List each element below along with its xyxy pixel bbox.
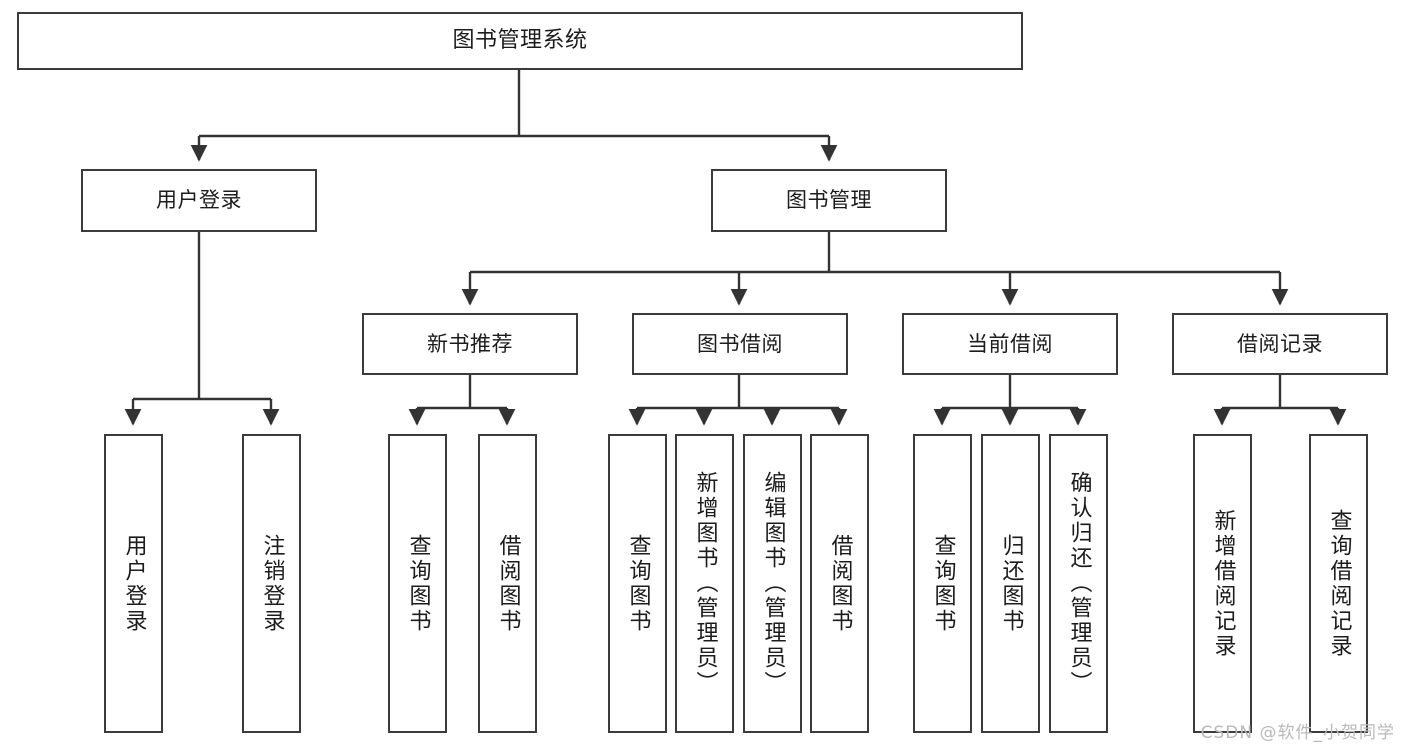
node-user-login[interactable]: 用户登录 <box>81 169 317 232</box>
csdn-watermark: CSDN @软件_小贺同学 <box>1200 723 1395 743</box>
node-label: 图书借阅 <box>697 331 783 356</box>
node-book-management[interactable]: 图书管理 <box>711 169 947 232</box>
node-label: 新书推荐 <box>427 331 513 356</box>
node-label: 用户登录 <box>156 188 242 213</box>
node-label: 归还图书 <box>998 533 1024 634</box>
leaf-borrow-book[interactable]: 借阅图书 <box>810 434 869 733</box>
leaf-logout-login[interactable]: 注销登录 <box>242 434 301 733</box>
leaf-query-book-recommend[interactable]: 查询图书 <box>388 434 447 733</box>
node-root-system[interactable]: 图书管理系统 <box>17 12 1023 70</box>
leaf-edit-book-admin[interactable]: 编辑图书（管理员） <box>743 434 802 733</box>
node-label: 图书管理系统 <box>452 28 588 54</box>
node-current-borrow[interactable]: 当前借阅 <box>902 313 1118 375</box>
leaf-borrow-book-recommend[interactable]: 借阅图书 <box>478 434 537 733</box>
leaf-add-borrow-record[interactable]: 新增借阅记录 <box>1193 434 1252 733</box>
node-label: 新增图书（管理员） <box>692 471 718 696</box>
node-label: 注销登录 <box>259 533 285 634</box>
leaf-query-book-current[interactable]: 查询图书 <box>913 434 972 733</box>
node-label: 用户登录 <box>121 533 147 634</box>
leaf-confirm-return-admin[interactable]: 确认归还（管理员） <box>1049 434 1108 733</box>
leaf-return-book[interactable]: 归还图书 <box>981 434 1040 733</box>
node-borrow-record[interactable]: 借阅记录 <box>1172 313 1388 375</box>
node-label: 新增借阅记录 <box>1210 508 1236 659</box>
node-label: 图书管理 <box>786 188 872 213</box>
node-label: 编辑图书（管理员） <box>760 471 786 696</box>
node-label: 借阅记录 <box>1237 331 1323 356</box>
node-label: 确认归还（管理员） <box>1066 471 1092 696</box>
node-label: 查询图书 <box>930 533 956 634</box>
leaf-user-login[interactable]: 用户登录 <box>104 434 163 733</box>
node-new-book-recommend[interactable]: 新书推荐 <box>362 313 578 375</box>
node-label: 借阅图书 <box>827 533 853 634</box>
node-label: 借阅图书 <box>495 533 521 634</box>
node-label: 查询图书 <box>625 533 651 634</box>
leaf-query-book-borrow[interactable]: 查询图书 <box>608 434 667 733</box>
node-label: 当前借阅 <box>967 331 1053 356</box>
node-label: 查询借阅记录 <box>1326 508 1352 659</box>
node-label: 查询图书 <box>405 533 431 634</box>
node-book-borrow[interactable]: 图书借阅 <box>632 313 848 375</box>
leaf-query-borrow-record[interactable]: 查询借阅记录 <box>1309 434 1368 733</box>
leaf-add-book-admin[interactable]: 新增图书（管理员） <box>675 434 734 733</box>
